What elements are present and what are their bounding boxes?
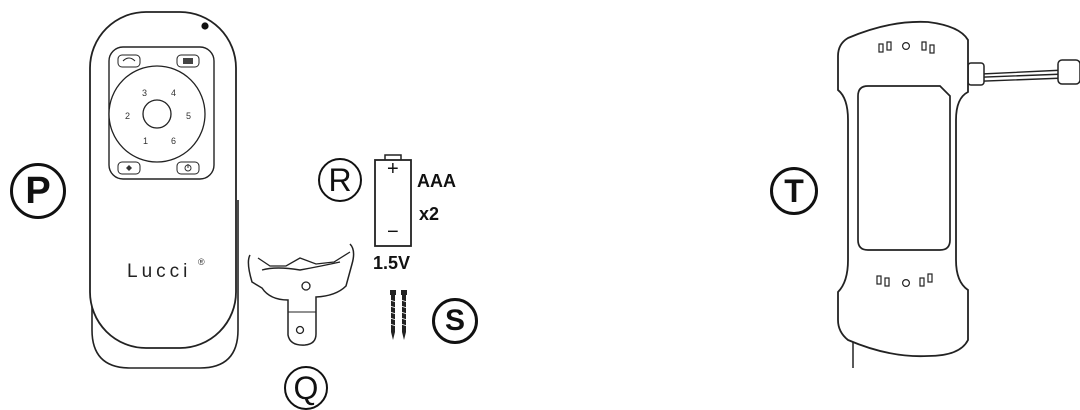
- key-6: 6: [171, 136, 176, 146]
- key-2: 2: [125, 111, 130, 121]
- key-5: 5: [186, 111, 191, 121]
- key-1: 1: [143, 136, 148, 146]
- battery-voltage: 1.5V: [373, 253, 411, 273]
- battery-count: x2: [419, 204, 440, 224]
- screw-1: [389, 290, 397, 340]
- label-p: P: [10, 163, 66, 219]
- label-q: Q: [284, 366, 328, 410]
- key-3: 3: [142, 88, 147, 98]
- battery-type: AAA: [417, 171, 456, 191]
- screw-2: [400, 290, 408, 340]
- led-indicator: [201, 22, 209, 30]
- remote-brand-mark: ®: [198, 257, 205, 267]
- label-t: T: [770, 167, 818, 215]
- label-s: S: [432, 298, 478, 344]
- key-4: 4: [171, 88, 176, 98]
- label-r: R: [318, 158, 362, 202]
- remote-brand: Lucci: [127, 261, 191, 282]
- battery-plus: +: [387, 158, 399, 180]
- battery-minus: −: [387, 221, 399, 243]
